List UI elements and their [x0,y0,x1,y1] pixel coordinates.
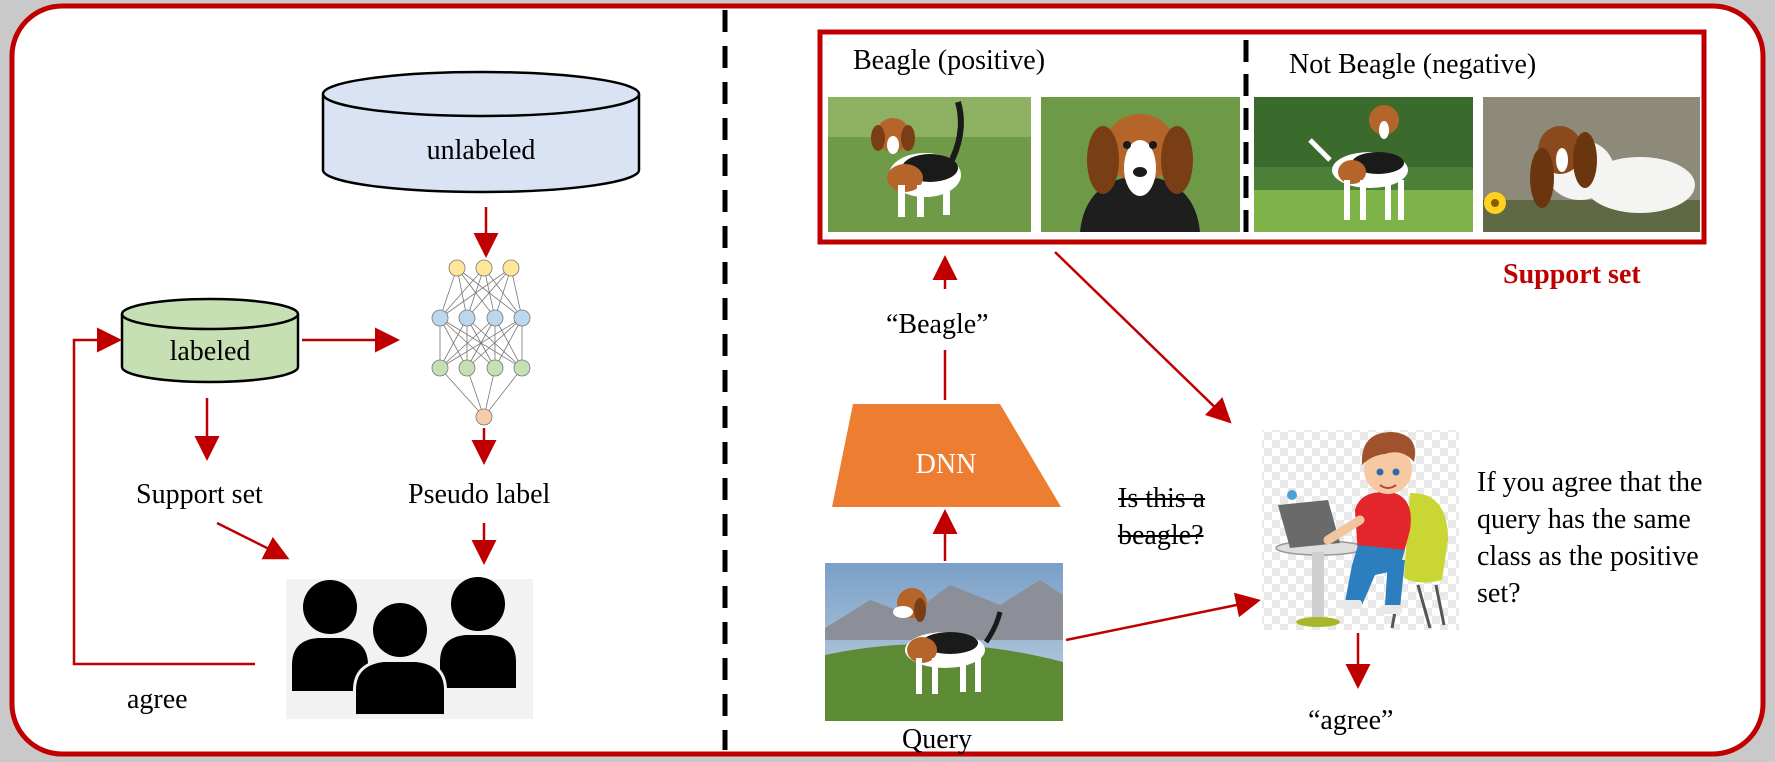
labeled-database [120,297,300,384]
predicted-label: “Beagle” [886,309,989,340]
agreement-question: If you agree that the query has the same… [1477,467,1703,609]
query-label: Query [902,724,972,755]
people-group-icon [286,577,533,719]
dnn-block [832,404,1061,507]
beagle-positive-photo-2 [1041,97,1240,232]
arrow-agree-feedback-loop [72,327,255,666]
negative-header: Not Beagle (negative) [1289,49,1537,80]
struck-question-line-2: beagle? [1118,520,1204,551]
labeled-database-label: labeled [169,336,251,367]
unlabeled-database [321,70,641,194]
arrow-support-to-people [216,521,290,560]
support-set-box [817,29,1707,245]
arrow-query-to-annotator [1065,592,1261,642]
agree-answer: “agree” [1308,705,1394,736]
positive-header: Beagle (positive) [853,45,1046,76]
dog-negative-photo-1 [1254,97,1473,232]
left-support-set-label: Support set [136,479,263,510]
dog-negative-photo-2 [1483,97,1700,232]
arrow-support-to-annotator [1054,251,1232,424]
dnn-label: DNN [915,449,977,480]
boy-at-laptop-icon [1262,430,1459,630]
beagle-positive-photo-1 [828,97,1031,232]
struck-question-line-1: Is this a [1118,483,1206,514]
support-set-title: Support set [1503,259,1641,290]
unlabeled-database-label: unlabeled [426,135,536,166]
query-beagle-photo [825,563,1063,721]
agree-feedback-label: agree [127,684,188,715]
pseudo-label-label: Pseudo label [408,479,551,510]
neural-network-icon [431,259,531,426]
